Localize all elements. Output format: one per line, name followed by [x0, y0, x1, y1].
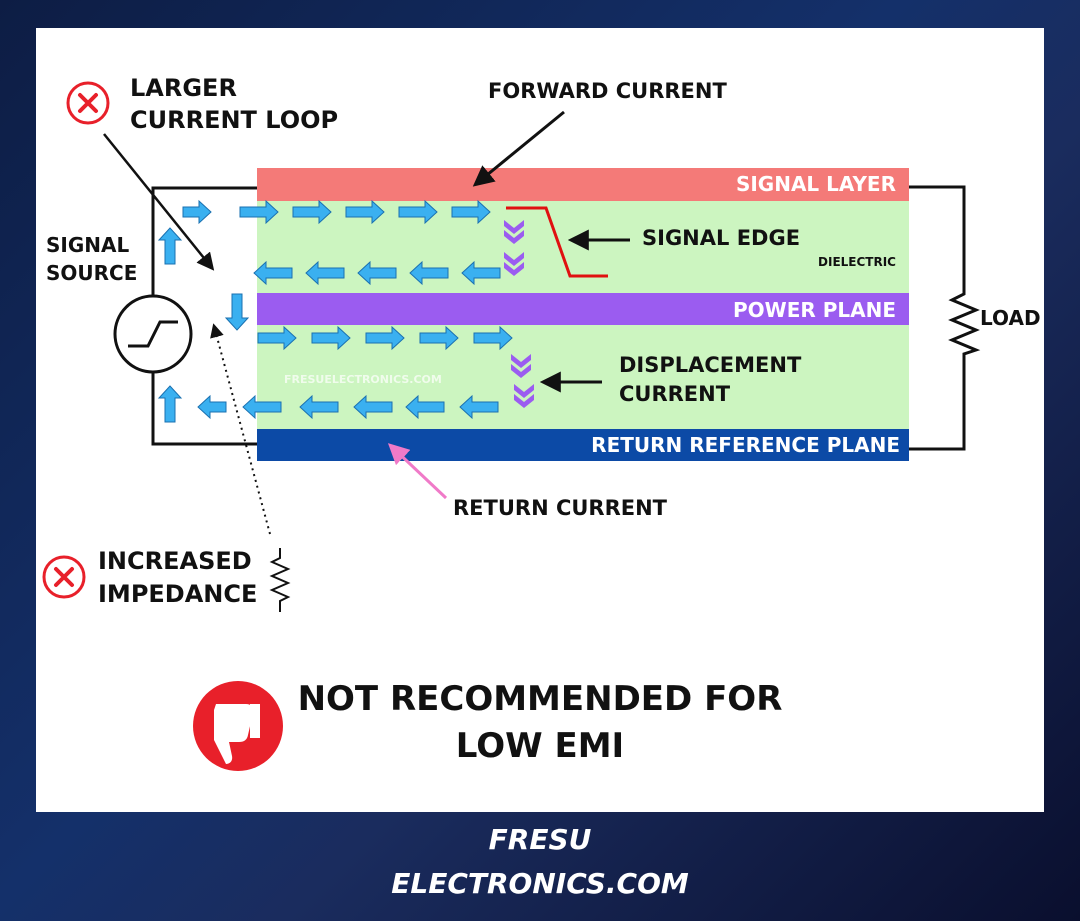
signal-edge-label: SIGNAL EDGE — [642, 226, 800, 250]
larger-loop-pointer — [103, 133, 215, 271]
return-reference-plane — [257, 429, 909, 461]
forward-current-label: FORWARD CURRENT — [488, 79, 727, 103]
impedance-resistor-icon — [269, 548, 291, 612]
return-plane-label: RETURN REFERENCE PLANE — [591, 433, 900, 457]
larger-loop-label-1: LARGER — [130, 74, 237, 102]
displacement-label-1: DISPLACEMENT — [619, 353, 802, 377]
impedance-label-1: INCREASED — [98, 547, 252, 575]
forward-current-pointer — [472, 110, 565, 187]
power-plane — [257, 293, 909, 325]
signal-source-label-1: SIGNAL — [46, 233, 129, 257]
load-label: LOAD — [980, 306, 1041, 330]
signal-source-label-2: SOURCE — [46, 261, 137, 285]
dielectric-label: DIELECTRIC — [818, 255, 896, 269]
signal-edge-waveform — [506, 206, 608, 278]
source-loop-arrows — [157, 227, 250, 423]
signal-layer-label: SIGNAL LAYER — [736, 172, 896, 196]
verdict-line-1: NOT RECOMMENDED FOR — [298, 679, 783, 719]
impedance-label-2: IMPEDANCE — [98, 580, 257, 608]
x-circle-icon — [66, 81, 110, 125]
stackup-diagram: SIGNAL LAYER POWER PLANE RETURN REFERENC… — [42, 74, 1041, 771]
footer-line-2: ELECTRONICS.COM — [391, 867, 689, 900]
upper-return-arrows — [253, 260, 501, 286]
power-plane-label: POWER PLANE — [733, 298, 896, 322]
diagram-card: SIGNAL LAYER POWER PLANE RETURN REFERENC… — [36, 28, 1044, 812]
circuit-wires — [151, 185, 966, 451]
footer: FRESU ELECTRONICS.COM — [0, 812, 1080, 921]
displacement-label-2: CURRENT — [619, 382, 731, 406]
thumbs-down-icon — [193, 681, 283, 771]
watermark: FRESUELECTRONICS.COM — [284, 373, 442, 386]
signal-layer — [257, 168, 909, 201]
return-current-arrows — [197, 394, 499, 420]
step-source-icon — [113, 294, 193, 374]
forward-current-arrows — [182, 199, 491, 225]
larger-loop-label-2: CURRENT LOOP — [130, 106, 338, 134]
footer-line-1: FRESU — [488, 823, 592, 856]
resistor-icon — [948, 288, 981, 358]
verdict-line-2: LOW EMI — [456, 726, 624, 766]
return-current-pointer — [387, 443, 448, 500]
x-circle-icon — [42, 555, 86, 599]
lower-forward-arrows — [257, 325, 513, 351]
return-current-label: RETURN CURRENT — [453, 496, 668, 520]
displacement-chevrons — [504, 220, 534, 408]
